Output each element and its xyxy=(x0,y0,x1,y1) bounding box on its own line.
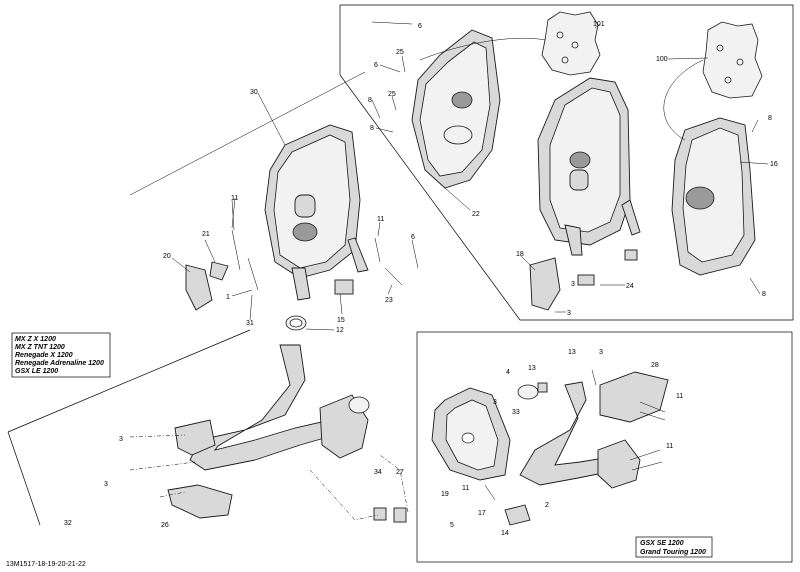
left-frame-left-edge xyxy=(7,431,41,526)
left-frame-top-edge xyxy=(7,329,251,433)
callout-3: 3 xyxy=(493,399,497,406)
spring-11-mid xyxy=(374,237,381,263)
callout-8: 8 xyxy=(762,291,766,298)
clip-13 xyxy=(537,382,548,393)
callout-19: 19 xyxy=(441,491,449,498)
callout-11: 11 xyxy=(231,195,238,202)
callout-11: 11 xyxy=(377,216,384,223)
callout-25: 25 xyxy=(388,91,396,98)
model-line: GSX SE 1200 xyxy=(640,540,684,547)
callout-8: 8 xyxy=(370,125,374,132)
callout-3: 3 xyxy=(567,310,571,317)
callout-6: 6 xyxy=(411,234,415,241)
callout-13: 13 xyxy=(528,365,536,372)
gasket-100 xyxy=(702,21,763,99)
callout-26: 26 xyxy=(161,522,169,529)
callout-11: 11 xyxy=(676,393,683,400)
callout-20: 20 xyxy=(163,253,171,260)
model-line: Renegade Adrenaline 1200 xyxy=(15,360,104,367)
callout-34: 34 xyxy=(374,469,382,476)
heat-shield-28 xyxy=(599,371,669,423)
exhaust-pipe xyxy=(189,344,336,471)
callout-14: 14 xyxy=(501,530,509,537)
damper-34 xyxy=(373,507,387,521)
callout-8: 8 xyxy=(768,115,772,122)
callout-3: 3 xyxy=(119,436,123,443)
model-line: GSX LE 1200 xyxy=(15,368,58,375)
rod-23 xyxy=(384,267,403,286)
bracket-26 xyxy=(167,484,233,519)
callout-32: 32 xyxy=(64,520,72,527)
spring-11-left xyxy=(231,229,241,271)
model-box-left xyxy=(11,332,111,378)
grommet-24a xyxy=(577,274,595,286)
callout-100: 100 xyxy=(656,56,668,63)
gsx-catalytic-converter xyxy=(597,439,641,489)
callout-16: 16 xyxy=(770,161,778,168)
bracket-14 xyxy=(504,504,531,526)
callout-5: 5 xyxy=(450,522,454,529)
callout-3: 3 xyxy=(599,349,603,356)
callout-33: 33 xyxy=(512,409,520,416)
callout-11: 11 xyxy=(462,485,469,492)
callout-3: 3 xyxy=(571,281,575,288)
model-box-right xyxy=(635,536,713,558)
damper-27 xyxy=(393,507,407,523)
callout-labels: 6 101 25 6 100 30 8 25 8 8 16 22 11 21 2… xyxy=(64,21,778,537)
callout-30: 30 xyxy=(250,89,258,96)
rod-31 xyxy=(247,257,259,291)
callout-23: 23 xyxy=(385,297,393,304)
callout-22: 22 xyxy=(472,211,480,218)
clamp-4 xyxy=(517,384,539,400)
grommet-24b xyxy=(624,249,638,261)
callout-21: 21 xyxy=(202,231,210,238)
callout-101: 101 xyxy=(593,21,605,28)
clip-21 xyxy=(209,261,229,281)
gsx-variant-frame xyxy=(416,331,793,563)
callout-6: 6 xyxy=(374,62,378,69)
gsx-exhaust-pipe xyxy=(519,381,623,486)
model-line: Renegade X 1200 xyxy=(15,352,73,359)
callout-13: 13 xyxy=(568,349,576,356)
bracket-20 xyxy=(185,264,213,311)
callout-25: 25 xyxy=(396,49,404,56)
callout-4: 4 xyxy=(506,369,510,376)
callout-15: 15 xyxy=(337,317,345,324)
callout-12: 12 xyxy=(336,327,344,334)
callout-24: 24 xyxy=(626,283,634,290)
callout-27: 27 xyxy=(396,469,404,476)
callout-1: 1 xyxy=(226,294,230,301)
callout-2: 2 xyxy=(545,502,549,509)
model-line: MX Z X 1200 xyxy=(15,336,56,343)
callout-11: 11 xyxy=(666,443,673,450)
gasket-101 xyxy=(541,11,601,76)
frame-divider xyxy=(129,71,366,196)
callout-17: 17 xyxy=(478,510,486,517)
pipe-clamp xyxy=(174,419,216,456)
muffler-variant-frame xyxy=(339,4,794,321)
callout-31: 31 xyxy=(246,320,254,327)
model-line: Grand Touring 1200 xyxy=(640,549,706,556)
callout-6: 6 xyxy=(418,23,422,30)
model-line: MX Z TNT 1200 xyxy=(15,344,65,351)
callout-18: 18 xyxy=(516,251,524,258)
callout-8: 8 xyxy=(368,97,372,104)
callout-28: 28 xyxy=(651,362,659,369)
bracket-18 xyxy=(529,257,561,311)
callout-3: 3 xyxy=(104,481,108,488)
reference-code: 13M1517-18-19-20-21-22 xyxy=(6,561,86,568)
leader-lines xyxy=(171,21,769,331)
